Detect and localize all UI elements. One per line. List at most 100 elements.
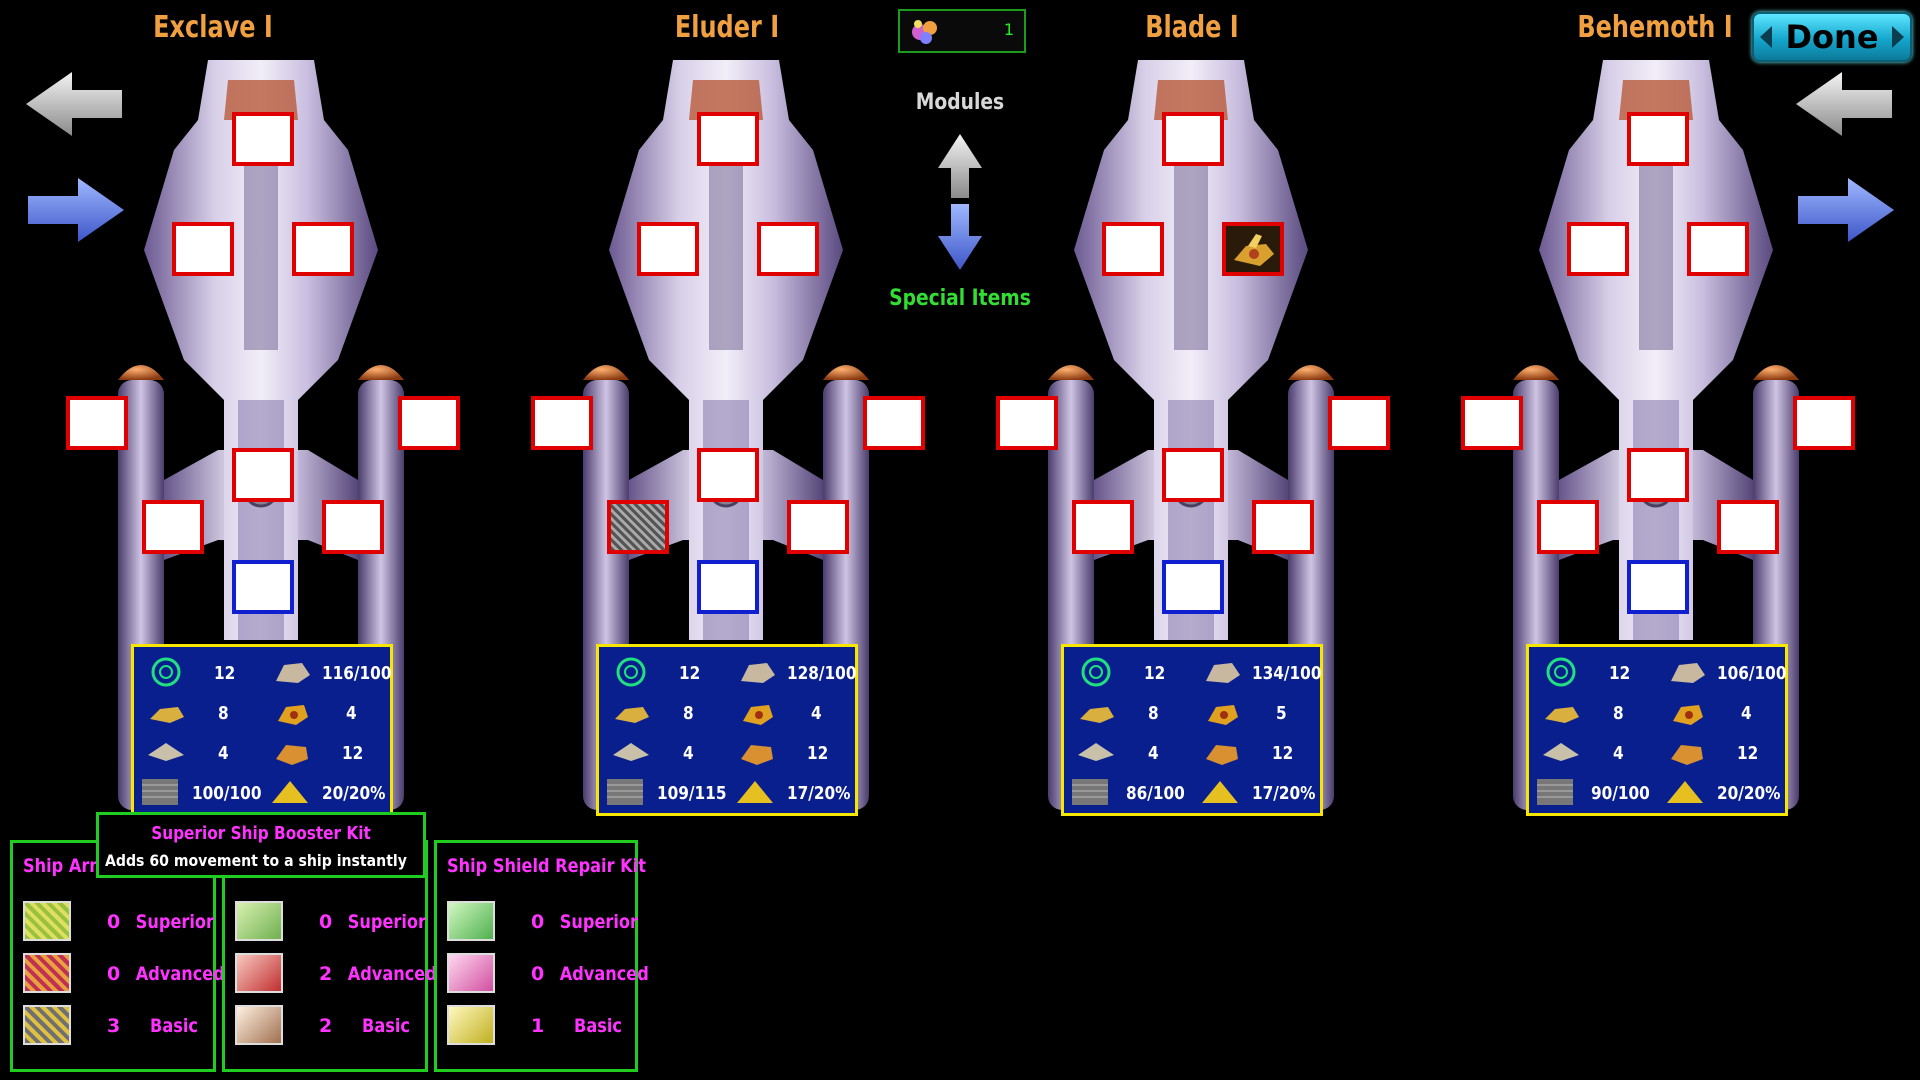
kit-tier: Superior xyxy=(135,911,214,933)
prev-ship-arrow-icon[interactable] xyxy=(26,72,124,136)
ship-1-stats-panel: 12 116/100 8 4 4 12 100/100 20/20% xyxy=(131,644,393,816)
ship-4-slot-upper-left[interactable] xyxy=(1567,222,1629,276)
ship-1-slot-upper-left[interactable] xyxy=(172,222,234,276)
ship-1-slot-pillar-right[interactable] xyxy=(398,396,460,450)
cargo-icon xyxy=(276,745,308,765)
ship-3-slot-pillar-right[interactable] xyxy=(1328,396,1390,450)
prev-page-arrow-icon[interactable] xyxy=(1796,72,1894,136)
ship-2-diagram xyxy=(513,60,933,820)
gold-pile-icon xyxy=(272,781,308,803)
ship-3-slot-top[interactable] xyxy=(1162,112,1224,166)
stat-speed: 12 xyxy=(679,663,701,684)
ship-4-slot-pillar-right[interactable] xyxy=(1793,396,1855,450)
kit-row-advanced[interactable]: 2 Advanced xyxy=(235,953,437,997)
ship-1-slot-upper-right[interactable] xyxy=(292,222,354,276)
stat-shield: 109/115 xyxy=(657,783,727,804)
kit-count: 2 xyxy=(319,1015,333,1037)
kit-row-advanced[interactable]: 0 Advanced xyxy=(447,953,649,997)
special-item-counter: 1 xyxy=(898,9,1026,53)
stat-bonus: 20/20% xyxy=(322,783,386,804)
tooltip-title: Superior Ship Booster Kit xyxy=(151,823,371,844)
stat-bonus: 17/20% xyxy=(787,783,851,804)
kit-row-superior[interactable]: 0 Superior xyxy=(23,901,223,945)
kit-panel-title: Ship Arm xyxy=(23,855,107,877)
kit-row-advanced[interactable]: 0 Advanced xyxy=(23,953,225,997)
fighter-icon xyxy=(613,743,649,761)
kit-tier: Advanced xyxy=(559,963,649,985)
kit-row-basic[interactable]: 1 Basic xyxy=(447,1005,647,1049)
hull-icon xyxy=(741,663,775,683)
kit-row-basic[interactable]: 2 Basic xyxy=(235,1005,435,1049)
stat-hull: 116/100 xyxy=(322,663,392,684)
shield-kit-basic-icon xyxy=(447,1005,495,1045)
ship-2-slot-center[interactable] xyxy=(697,448,759,502)
kit-row-basic[interactable]: 3 Basic xyxy=(23,1005,223,1049)
booster-kit-superior-icon xyxy=(235,901,283,941)
ship-4-slot-pillar-left[interactable] xyxy=(1461,396,1523,450)
ship-4-diagram xyxy=(1443,60,1863,820)
armor-kit-advanced-icon xyxy=(23,953,71,993)
fighter-icon xyxy=(148,743,184,761)
next-ship-arrow-icon[interactable] xyxy=(26,178,124,242)
ship-1-slot-pillar-left[interactable] xyxy=(66,396,128,450)
ship-1-slot-wing-right[interactable] xyxy=(322,500,384,554)
stat-defense: 4 xyxy=(811,703,822,724)
done-label: Done xyxy=(1785,18,1879,56)
stat-defense: 5 xyxy=(1276,703,1287,724)
ship-3-slot-wing-right[interactable] xyxy=(1252,500,1314,554)
stat-fighters: 4 xyxy=(1613,743,1624,764)
ship-3-slot-wing-left[interactable] xyxy=(1072,500,1134,554)
radar-icon xyxy=(151,657,181,687)
ship-2-slot-wing-right[interactable] xyxy=(787,500,849,554)
ship-title-4: Behemoth I xyxy=(1577,10,1733,45)
ship-3-slot-special[interactable] xyxy=(1162,560,1224,614)
cargo-icon xyxy=(1671,745,1703,765)
ship-4-slot-upper-right[interactable] xyxy=(1687,222,1749,276)
booster-kit-basic-icon xyxy=(235,1005,283,1045)
special-items-label[interactable]: Special Items xyxy=(889,286,1031,311)
kit-panel-booster: 0 Superior 2 Advanced 2 Basic xyxy=(222,840,437,1072)
ship-1-slot-wing-left[interactable] xyxy=(142,500,204,554)
stat-speed: 12 xyxy=(1144,663,1166,684)
ship-4-slot-top[interactable] xyxy=(1627,112,1689,166)
shield-plate-icon xyxy=(1072,779,1108,805)
ship-2-slot-special[interactable] xyxy=(697,560,759,614)
ship-2-slot-wing-left[interactable] xyxy=(607,500,669,554)
modules-label[interactable]: Modules xyxy=(915,90,1005,115)
turret-icon xyxy=(1208,705,1238,725)
ship-2-slot-pillar-right[interactable] xyxy=(863,396,925,450)
stat-cargo: 12 xyxy=(1737,743,1759,764)
ship-4-slot-wing-left[interactable] xyxy=(1537,500,1599,554)
ship-4-slot-center[interactable] xyxy=(1627,448,1689,502)
ship-3-slot-center[interactable] xyxy=(1162,448,1224,502)
shield-kit-advanced-icon xyxy=(447,953,495,993)
ship-3-slot-upper-left[interactable] xyxy=(1102,222,1164,276)
ship-4-slot-special[interactable] xyxy=(1627,560,1689,614)
ship-2-slot-upper-right[interactable] xyxy=(757,222,819,276)
ship-3-slot-upper-right[interactable] xyxy=(1222,222,1284,276)
radar-icon xyxy=(616,657,646,687)
ship-4-slot-wing-right[interactable] xyxy=(1717,500,1779,554)
kit-row-superior[interactable]: 0 Superior xyxy=(447,901,647,945)
ship-1-slot-center[interactable] xyxy=(232,448,294,502)
category-toggle-arrows-icon[interactable] xyxy=(935,132,985,272)
stat-bonus: 20/20% xyxy=(1717,783,1781,804)
stat-fighters: 4 xyxy=(1148,743,1159,764)
kit-row-superior[interactable]: 0 Superior xyxy=(235,901,435,945)
ship-1-slot-special[interactable] xyxy=(232,560,294,614)
done-button[interactable]: Done xyxy=(1752,12,1912,62)
gold-pile-icon xyxy=(1202,781,1238,803)
ship-3-slot-pillar-left[interactable] xyxy=(996,396,1058,450)
ship-title-1: Exclave I xyxy=(153,10,273,45)
ship-2-slot-upper-left[interactable] xyxy=(637,222,699,276)
turret-icon xyxy=(278,705,308,725)
kit-tier: Superior xyxy=(559,911,638,933)
item-tooltip: Superior Ship Booster Kit Adds 60 moveme… xyxy=(96,812,426,878)
ship-2-slot-pillar-left[interactable] xyxy=(531,396,593,450)
shield-plate-icon xyxy=(607,779,643,805)
stat-defense: 4 xyxy=(1741,703,1752,724)
ship-1-slot-top[interactable] xyxy=(232,112,294,166)
stat-hull: 106/100 xyxy=(1717,663,1787,684)
next-page-arrow-icon[interactable] xyxy=(1796,178,1894,242)
ship-2-slot-top[interactable] xyxy=(697,112,759,166)
